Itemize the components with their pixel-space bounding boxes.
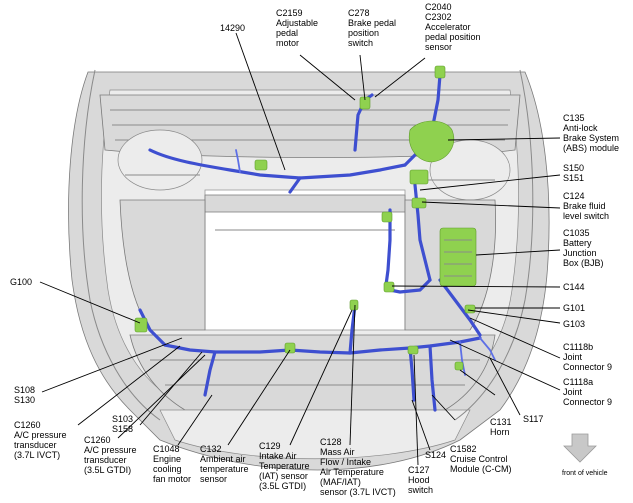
label-g100: G100 — [10, 277, 32, 287]
label-g103: G103 — [563, 319, 585, 329]
label-s108: S108 S130 — [14, 385, 38, 405]
label-c128: C128 Mass Air Flow / Intake Air Temperat… — [320, 437, 396, 497]
label-c124: C124 Brake fluid level switch — [563, 191, 609, 221]
label-c2040: C2040 C2302 Accelerator pedal position s… — [425, 2, 483, 52]
front-of-vehicle-label: front of vehicle — [562, 470, 608, 477]
arrow-down-icon — [563, 433, 597, 463]
connectors — [134, 65, 477, 371]
leader-lines — [39, 32, 561, 466]
label-c129: C129 Intake Air Temperature (IAT) sensor… — [259, 441, 312, 491]
label-14290: 14290 — [220, 23, 245, 33]
label-c131: C131 Horn — [490, 417, 514, 437]
label-c135: C135 Anti-lock Brake System (ABS) module — [563, 113, 622, 153]
label-c127: C127 Hood switch — [408, 465, 433, 495]
label-c2159: C2159 Adjustable pedal motor — [276, 8, 321, 48]
callout-labels: C2159 Adjustable pedal motor C278 Brake … — [10, 2, 622, 497]
label-c1048: C1048 Engine cooling fan motor — [153, 444, 191, 484]
vehicle-body — [68, 69, 550, 471]
label-c1035: C1035 Battery Junction Box (BJB) — [563, 228, 604, 268]
label-s124: S124 — [425, 450, 446, 460]
label-c1118b: C1118b Joint Connector 9 — [563, 342, 612, 372]
label-s117: S117 — [523, 414, 543, 424]
label-s103: S103 S158 — [112, 414, 136, 434]
label-c1260-ivct: C1260 A/C pressure transducer (3.7L IVCT… — [14, 420, 69, 460]
label-c278: C278 Brake pedal position switch — [348, 8, 399, 48]
label-c1118a: C1118a Joint Connector 9 — [563, 377, 612, 407]
label-c1260-gtdi: C1260 A/C pressure transducer (3.5L GTDI… — [84, 435, 139, 475]
label-c132: C132 Ambient air temperature sensor — [200, 444, 251, 484]
label-s150: S150 S151 — [563, 163, 587, 183]
label-c144: C144 — [563, 282, 585, 292]
label-c1582: C1582 Cruise Control Module (C-CM) — [450, 444, 512, 474]
front-of-vehicle-indicator: front of vehicle — [562, 433, 608, 477]
label-g101: G101 — [563, 303, 585, 313]
